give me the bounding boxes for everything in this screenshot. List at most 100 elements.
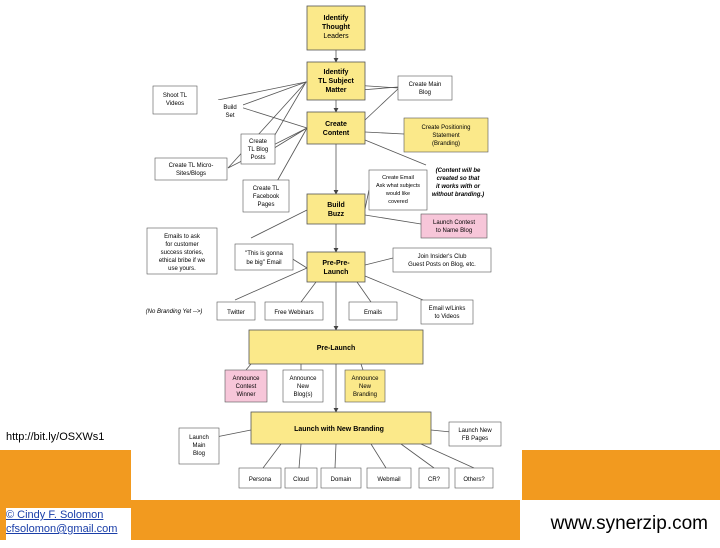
svg-text:Branding: Branding [353,392,377,398]
node-create-content: Create Content [306,111,366,145]
svg-text:Pre-Pre-: Pre-Pre- [322,260,350,267]
node-launch-main-blog: Launch Main Blog [178,427,220,465]
svg-text:Launch New: Launch New [458,428,492,434]
node-create-email: Create Email Ask what subjects would lik… [368,169,428,211]
node-create-tl-blog-posts: Create TL Blog Posts [240,133,276,165]
node-announce-new-blogs: Announce New Blog(s) [282,369,324,403]
svg-text:Set: Set [225,113,234,119]
svg-text:Others?: Others? [463,477,485,483]
copyright-block: © Cindy F. Solomon cfsolomon@gmail.com [6,508,131,540]
svg-text:(Branding): (Branding) [432,141,460,147]
svg-text:Create: Create [325,121,347,128]
svg-text:success stories,: success stories, [161,250,204,256]
svg-text:Launch: Launch [189,435,209,441]
flowchart-svg: Identify Thought Leaders Identify TL Sub… [146,5,502,489]
svg-text:Sites/Blogs: Sites/Blogs [176,171,206,177]
svg-text:Free Webinars: Free Webinars [274,310,313,316]
svg-text:(No Branding Yet -->): (No Branding Yet -->) [146,309,203,315]
node-free-webinars: Free Webinars [264,301,324,321]
svg-text:would like: would like [385,191,410,197]
svg-text:Twitter: Twitter [227,310,245,316]
node-create-tl-facebook-pages: Create TL Facebook Pages [242,179,290,213]
svg-text:Identify: Identify [324,15,349,22]
node-identify-tl-subject-matter: Identify TL Subject Matter [306,61,366,101]
svg-text:Main: Main [192,443,205,449]
node-pre-pre-launch: Pre-Pre- Launch [306,251,366,283]
svg-text:Contest: Contest [236,384,257,390]
node-pre-launch: Pre-Launch [248,329,424,365]
svg-text:Videos: Videos [166,101,184,107]
svg-text:to Videos: to Videos [435,314,460,320]
svg-text:it works with or: it works with or [436,184,481,190]
svg-text:Announce: Announce [351,376,379,382]
svg-text:Create TL Micro-: Create TL Micro- [169,163,214,169]
svg-text:Shoot TL: Shoot TL [163,93,188,99]
svg-text:covered: covered [388,199,408,205]
node-join-insiders-club: Join Insider's Club Guest Posts on Blog,… [392,247,492,273]
svg-text:Create: Create [249,139,268,145]
svg-text:for customer: for customer [165,242,198,248]
node-cloud: Cloud [284,467,318,489]
svg-text:without branding.): without branding.) [432,192,484,198]
node-launch-contest: Launch Contest to Name Blog [420,213,488,239]
svg-text:Content: Content [323,130,350,137]
svg-text:be big" Email: be big" Email [246,260,281,266]
node-cr: CR? [418,467,450,489]
svg-text:CR?: CR? [428,477,441,483]
svg-text:Pages: Pages [257,202,274,208]
email-text[interactable]: cfsolomon@gmail.com [6,523,118,535]
node-content-note: (Content will be created so that it work… [432,168,484,198]
node-create-positioning-statement: Create Positioning Statement (Branding) [403,117,489,153]
node-emails-customers: Emails to ask for customer success stori… [146,227,218,275]
node-identify-thought-leaders: Identify Thought Leaders [306,5,366,51]
node-emails: Emails [348,301,398,321]
svg-text:FB Pages: FB Pages [462,436,488,442]
svg-text:Winner: Winner [236,392,255,398]
svg-text:Leaders: Leaders [323,33,349,40]
source-link[interactable]: http://bit.ly/OSXWs1 [6,431,105,443]
svg-text:Matter: Matter [325,87,346,94]
node-launch-new-fb-pages: Launch New FB Pages [448,421,502,447]
node-build-buzz: Build Buzz [306,193,366,225]
svg-text:Blog(s): Blog(s) [293,392,312,398]
node-announce-new-branding: Announce New Branding [344,369,386,403]
node-email-links-videos: Email w/Links to Videos [420,299,474,325]
node-domain: Domain [320,467,362,489]
svg-text:New: New [297,384,310,390]
svg-text:use yours.: use yours. [168,266,196,272]
svg-text:Thought: Thought [322,24,351,31]
svg-text:New: New [359,384,372,390]
node-shoot-tl-videos: Shoot TL Videos [152,85,198,115]
svg-text:Email w/Links: Email w/Links [429,306,466,312]
svg-text:"This is gonna: "This is gonna [245,251,283,257]
svg-text:Emails to ask: Emails to ask [164,234,201,240]
svg-text:Identify: Identify [324,69,349,76]
svg-text:Ask what subjects: Ask what subjects [376,183,420,189]
svg-text:Launch: Launch [324,269,349,276]
svg-text:Guest Posts on Blog, etc.: Guest Posts on Blog, etc. [408,262,476,268]
svg-text:Posts: Posts [250,155,265,161]
svg-text:ethical bribe if we: ethical bribe if we [159,258,206,264]
svg-text:Blog: Blog [419,90,431,96]
node-twitter: Twitter [216,301,256,321]
node-webmail: Webmail [366,467,412,489]
svg-text:to Name Blog: to Name Blog [436,228,472,234]
svg-text:Cloud: Cloud [293,477,309,483]
svg-text:Facebook: Facebook [253,194,280,200]
node-launch-new-branding: Launch with New Branding [250,411,432,445]
svg-text:Blog: Blog [193,451,205,457]
svg-text:Domain: Domain [331,477,352,483]
svg-text:Launch Contest: Launch Contest [433,220,475,226]
svg-text:Buzz: Buzz [328,211,345,218]
node-no-branding-yet: (No Branding Yet -->) [146,309,203,315]
svg-text:Persona: Persona [249,477,272,483]
svg-text:Statement: Statement [432,133,460,139]
copyright-text[interactable]: © Cindy F. Solomon [6,509,104,521]
svg-text:Join Insider's Club: Join Insider's Club [418,254,467,260]
node-build-set: Build Set [217,100,243,122]
svg-text:Create Main: Create Main [409,82,442,88]
flowchart-diagram: Identify Thought Leaders Identify TL Sub… [131,0,522,500]
node-this-is-gonna-be-big: "This is gonna be big" Email [234,243,294,271]
svg-text:Announce: Announce [289,376,317,382]
svg-text:Emails: Emails [364,310,382,316]
